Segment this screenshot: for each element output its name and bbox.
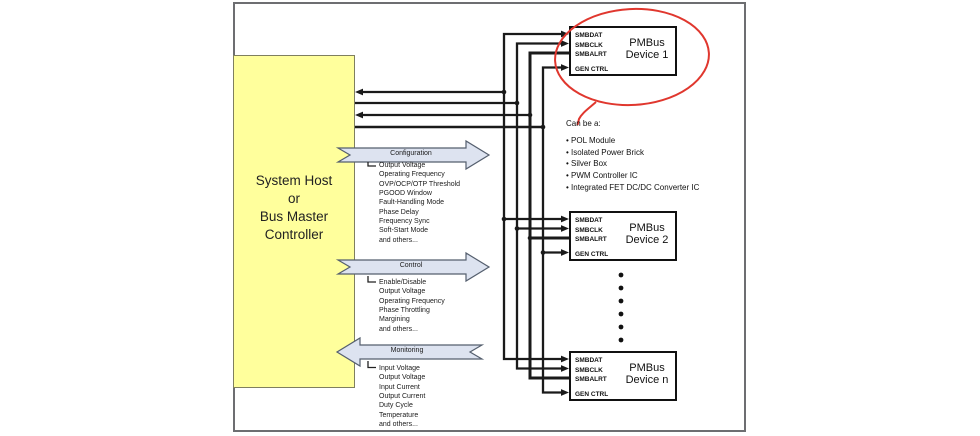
monitoring-item: and others... xyxy=(379,421,418,429)
pin-label-gen-ctrl: GEN CTRL xyxy=(575,65,609,73)
pin-label-smbalrt: SMBALRT xyxy=(575,236,607,243)
control-item: Output Voltage xyxy=(379,288,426,296)
monitoring-item: Input Current xyxy=(379,383,420,391)
pin-label-gen-ctrl: GEN CTRL xyxy=(575,250,609,258)
annotation-items-list: POL ModuleIsolated Power BrickSilver Box… xyxy=(566,135,699,194)
host-label-line: System Host xyxy=(255,172,333,188)
configuration-item: Soft-Start Mode xyxy=(379,227,429,235)
device-title-line: PMBus xyxy=(629,362,665,374)
pmbus-device-2-box: SMBDAT SMBCLK SMBALRT GEN CTRL PMBus Dev… xyxy=(569,211,677,261)
device-types-annotation: Can be a: POL ModuleIsolated Power Brick… xyxy=(566,119,699,194)
device-title-line: Device n xyxy=(625,373,669,386)
monitoring-item: Temperature xyxy=(379,411,419,419)
configuration-item: and others... xyxy=(379,236,418,244)
pin-label-gen-ctrl: GEN CTRL xyxy=(575,390,609,398)
annotation-item: PWM Controller IC xyxy=(566,170,699,182)
pin-label-smbclk: SMBCLK xyxy=(575,41,603,49)
configuration-item: Fault-Handling Mode xyxy=(379,199,444,207)
annotation-item: POL Module xyxy=(566,135,699,147)
monitoring-item: Output Voltage xyxy=(379,374,426,382)
pin-label-smbalrt: SMBALRT xyxy=(575,376,607,383)
pin-label-smbclk: SMBCLK xyxy=(575,226,603,234)
configuration-item: Operating Frequency xyxy=(379,171,445,179)
annotation-item: Isolated Power Brick xyxy=(566,147,699,159)
pin-label-smbdat: SMBDAT xyxy=(575,32,603,39)
pin-label-smbclk: SMBCLK xyxy=(575,366,603,374)
device-title-line: Device 2 xyxy=(625,233,669,246)
configuration-item: PGOOD Window xyxy=(379,190,432,198)
device-n-title: PMBus Device n xyxy=(621,362,673,386)
control-item: Margining xyxy=(379,316,410,324)
host-label-line: Bus Master Controller xyxy=(259,208,329,242)
device-title-line: PMBus xyxy=(629,37,665,49)
monitoring-arrow-label: Monitoring xyxy=(390,347,424,354)
control-item: and others... xyxy=(379,325,418,333)
monitoring-item: Output Current xyxy=(379,393,426,401)
configuration-item: Frequency Sync xyxy=(379,218,430,226)
device-2-title: PMBus Device 2 xyxy=(621,222,673,246)
control-arrow-label: Control xyxy=(399,262,423,269)
annotation-item: Integrated FET DC/DC Converter IC xyxy=(566,182,699,194)
device-title-line: PMBus xyxy=(629,222,665,234)
pin-label-smbdat: SMBDAT xyxy=(575,217,603,224)
configuration-item: Output Voltage xyxy=(379,162,426,169)
host-label-line: or xyxy=(287,190,300,206)
control-item: Phase Throttling xyxy=(379,307,430,315)
pin-label-smbdat: SMBDAT xyxy=(575,357,603,364)
monitoring-item: Duty Cycle xyxy=(379,402,413,410)
annotation-item: Silver Box xyxy=(566,158,699,170)
annotation-intro: Can be a: xyxy=(566,119,601,128)
pmbus-device-1-box: SMBDAT SMBCLK SMBALRT GEN CTRL PMBus Dev… xyxy=(569,26,677,76)
configuration-item: Phase Delay xyxy=(379,208,419,216)
pin-label-smbalrt: SMBALRT xyxy=(575,51,607,58)
device-title-line: Device 1 xyxy=(625,48,669,61)
control-item: Enable/Disable xyxy=(379,279,427,286)
configuration-item: OVP/OCP/OTP Threshold xyxy=(379,180,461,188)
device-1-title: PMBus Device 1 xyxy=(621,37,673,61)
monitoring-item: Input Voltage xyxy=(379,365,420,372)
pmbus-device-n-box: SMBDAT SMBCLK SMBALRT GEN CTRL PMBus Dev… xyxy=(569,351,677,401)
control-item: Operating Frequency xyxy=(379,297,445,305)
configuration-arrow-label: Configuration xyxy=(390,150,432,157)
system-host-block: System Host or Bus Master Controller xyxy=(233,55,355,388)
